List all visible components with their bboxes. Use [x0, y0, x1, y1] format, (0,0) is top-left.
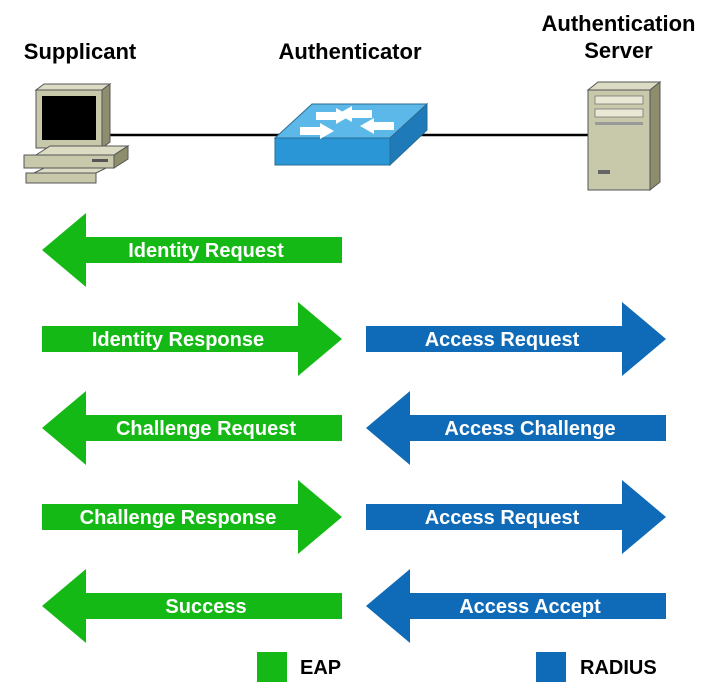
legend-eap-swatch	[257, 652, 287, 682]
radius-arrow-5	[366, 569, 666, 643]
tower-server-icon	[586, 80, 662, 192]
eap-arrow-label-4: Challenge Response	[80, 507, 277, 529]
network-switch-icon	[273, 102, 429, 167]
legend-radius-label: RADIUS	[580, 657, 657, 679]
radius-arrow-label-3: Access Challenge	[444, 418, 615, 440]
authenticator-label: Authenticator	[278, 39, 422, 64]
eap-arrow-label-3: Challenge Request	[116, 418, 296, 440]
eap-arrow-label-1: Identity Request	[128, 240, 284, 262]
supplicant-label: Supplicant	[23, 39, 137, 64]
radius-arrow-4	[366, 480, 666, 554]
eap-arrow-5	[42, 569, 342, 643]
eap-arrow-4	[42, 480, 342, 554]
radius-arrow-label-5: Access Accept	[459, 596, 601, 618]
eap-arrow-label-2: Identity Response	[92, 329, 264, 351]
legend-eap-label: EAP	[300, 657, 342, 679]
eap-arrow-label-5: Success	[165, 596, 246, 618]
authentication-server-label: Authentication Server	[541, 11, 696, 63]
eap-arrow-1	[42, 213, 342, 287]
eap-arrow-2	[42, 302, 342, 376]
radius-arrow-2	[366, 302, 666, 376]
legend-radius-swatch	[536, 652, 566, 682]
radius-arrow-3	[366, 391, 666, 465]
radius-arrow-label-4: Access Request	[425, 507, 580, 529]
desktop-computer-icon	[23, 83, 130, 184]
radius-arrow-label-2: Access Request	[425, 329, 580, 351]
eap-arrow-3	[42, 391, 342, 465]
